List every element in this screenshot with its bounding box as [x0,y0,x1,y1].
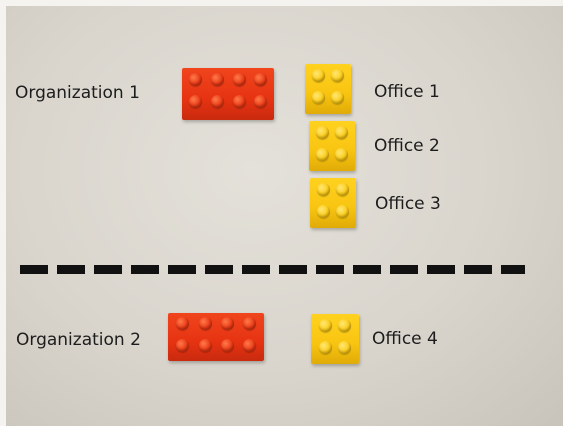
stud [176,317,189,330]
photo-border-top [0,0,563,6]
stud [317,183,330,196]
stud [243,317,256,330]
office-2-label: Office 2 [374,136,440,156]
stud [254,95,267,108]
stud [336,183,349,196]
stud [335,126,348,139]
stud [211,73,224,86]
stud [176,339,189,352]
stud [211,95,224,108]
stud [254,73,267,86]
office-1-label: Office 1 [374,82,440,102]
stud [319,341,332,354]
photo-border-left [0,0,6,426]
office-3-label: Office 3 [375,194,441,214]
office-3-brick [310,178,356,228]
stud [316,148,329,161]
office-1-brick [305,64,351,114]
organization-1-brick [182,68,274,120]
stud [199,339,212,352]
stud [331,91,344,104]
organization-2-label: Organization 2 [16,330,141,350]
stud [338,319,351,332]
stud [319,319,332,332]
stud [336,205,349,218]
dashed-divider [20,265,525,274]
stud [316,126,329,139]
stud [221,317,234,330]
stud [189,73,202,86]
stud [233,73,246,86]
stud [338,341,351,354]
stud [233,95,246,108]
stud [189,95,202,108]
organization-2-brick [168,313,264,361]
stud [243,339,256,352]
stud [312,91,325,104]
stud [199,317,212,330]
stud [331,69,344,82]
stud [335,148,348,161]
office-4-brick [311,314,359,364]
stud [317,205,330,218]
organization-1-label: Organization 1 [15,83,140,103]
stud [221,339,234,352]
office-4-label: Office 4 [372,329,438,349]
stud [312,69,325,82]
office-2-brick [309,121,355,171]
